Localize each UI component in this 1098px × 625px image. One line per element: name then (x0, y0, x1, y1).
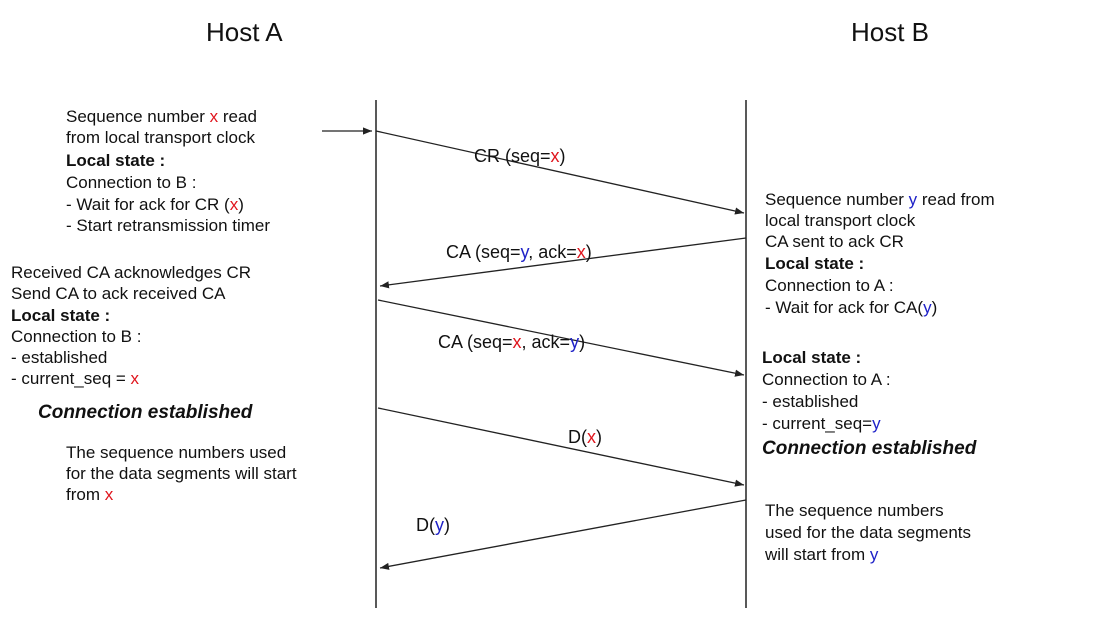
arrow-cr (375, 130, 745, 215)
var-x: x (550, 146, 560, 166)
host-b-data-note-3: will start from y (765, 545, 879, 564)
host-b-title: Host B (851, 17, 930, 47)
host-a-local-state-2: Local state : (11, 306, 111, 325)
host-a-title: Host A (206, 17, 283, 47)
host-a-current-seq: - current_seq = x (11, 369, 140, 388)
arrow-ca1 (379, 237, 747, 289)
host-b-conn-established: Connection established (762, 438, 977, 459)
host-b-data-note-1: The sequence numbers (765, 501, 944, 520)
var-x: x (130, 369, 140, 388)
host-b-conn-2: Connection to A : (762, 370, 891, 389)
host-a-data-note-1: The sequence numbers used (66, 443, 287, 462)
msg-label-cr: CR (seq=x) (474, 146, 566, 166)
var-y: y (520, 242, 529, 262)
host-b-ca-sent: CA sent to ack CR (765, 232, 904, 251)
var-x: x (209, 107, 219, 126)
host-a-wait-ack: - Wait for ack for CR (x) (66, 195, 244, 214)
host-a-seq-line2: from local transport clock (66, 128, 255, 147)
var-y: y (869, 545, 879, 564)
msg-label-d-y: D(y) (416, 515, 450, 535)
host-a-timer: - Start retransmission timer (66, 216, 271, 235)
var-y: y (923, 298, 932, 317)
host-b-seq-line1: Sequence number y read from (765, 190, 995, 209)
host-b-data-note-2: used for the data segments (765, 523, 972, 542)
host-b-local-state-1: Local state : (765, 254, 865, 273)
msg-label-ca2: CA (seq=x, ack=y) (438, 332, 586, 352)
arrow-d-y (379, 499, 747, 570)
host-a-seq-line1: Sequence number x read (66, 107, 257, 126)
arrow-ca2 (377, 299, 745, 377)
host-b-seq-line2: local transport clock (765, 211, 916, 230)
host-a-data-note-2: for the data segments will start (66, 464, 297, 483)
var-x: x (576, 242, 586, 262)
var-x: x (229, 195, 239, 214)
var-y: y (570, 332, 580, 352)
host-a-received: Received CA acknowledges CR (11, 263, 252, 282)
host-b-wait-ack: - Wait for ack for CA(y) (765, 298, 938, 317)
msg-label-d-x: D(x) (568, 427, 602, 447)
host-a-send: Send CA to ack received CA (11, 284, 226, 303)
var-x: x (587, 427, 596, 447)
host-b-local-state-2: Local state : (762, 348, 862, 367)
var-y: y (435, 515, 444, 535)
var-x: x (512, 332, 522, 352)
host-b-current-seq: - current_seq=y (762, 414, 881, 433)
var-x: x (104, 485, 114, 504)
host-a-conn-established: Connection established (38, 402, 253, 423)
host-b-established: - established (762, 392, 859, 411)
host-a-local-state-1: Local state : (66, 151, 166, 170)
host-a-conn-2: Connection to B : (11, 327, 142, 346)
host-a-data-note-3: from x (66, 485, 114, 504)
host-a-conn-1: Connection to B : (66, 173, 197, 192)
host-a-established: - established (11, 348, 108, 367)
var-y: y (872, 414, 881, 433)
msg-label-ca1: CA (seq=y, ack=x) (446, 242, 592, 262)
host-b-conn-1: Connection to A : (765, 276, 894, 295)
arrow-d-x (377, 407, 745, 487)
var-y: y (908, 190, 918, 209)
